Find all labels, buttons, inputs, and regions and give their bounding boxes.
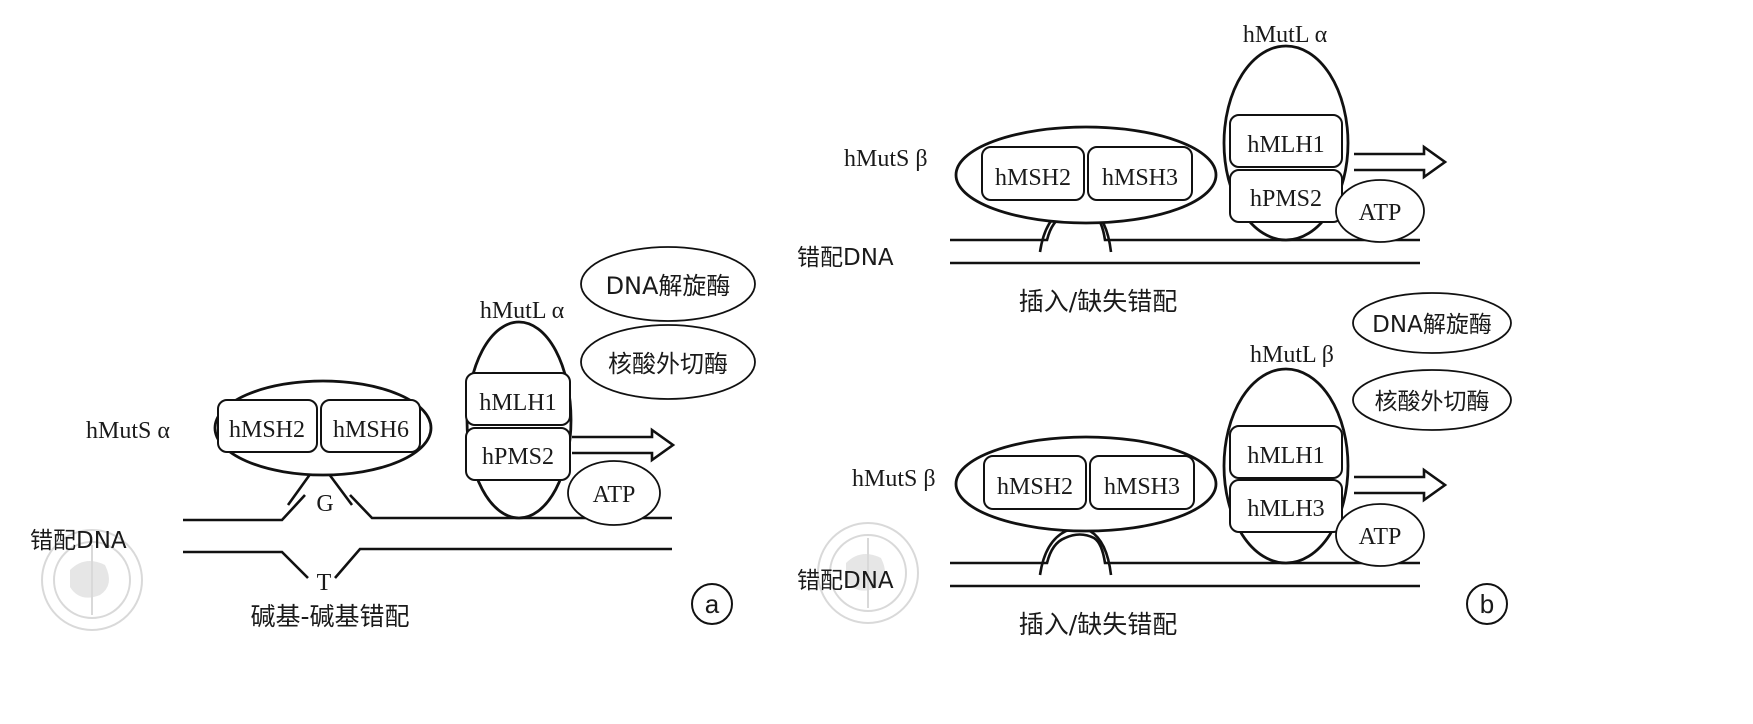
panel-label-circle-a: [691, 583, 733, 625]
muts-label-a: hMutS α: [86, 418, 170, 444]
mutl-label-a: hMutL α: [480, 298, 565, 324]
helicase-ellipse-a: [580, 246, 756, 322]
panel-a: G T 错配DNA 碱基-碱基错配 hMutS α hMSH2 hMSH6 hM…: [30, 246, 756, 631]
subunit-label: hMLH1: [1247, 132, 1324, 158]
exonuclease-ellipse-b: [1352, 369, 1512, 431]
direction-arrow-b1: [1354, 144, 1448, 180]
dna-label-b1: 错配DNA: [797, 245, 894, 271]
atp-label-b2: ATP: [1359, 524, 1402, 550]
mutl-label-b1: hMutL α: [1243, 22, 1328, 48]
subunit-label: hMSH3: [1102, 165, 1178, 191]
mutl-label-b2: hMutL β: [1250, 342, 1334, 368]
helicase-label-b: DNA解旋酶: [1372, 312, 1492, 338]
subunit-label: hMLH3: [1247, 496, 1324, 522]
subunit-label: hMSH2: [229, 417, 305, 443]
direction-arrow-a: [572, 427, 676, 463]
atp-label-b1: ATP: [1359, 200, 1402, 226]
dna-label-b2: 错配DNA: [797, 568, 894, 594]
dna-top-strand-b2: [950, 533, 1420, 565]
mismatch-caption-b1: 插入/缺失错配: [1019, 287, 1177, 316]
panel-b-bottom: 错配DNA 插入/缺失错配 hMutS β hMSH2 hMSH3 hMLH1 …: [797, 292, 1512, 639]
muts-label-b1: hMutS β: [844, 146, 928, 172]
exonuclease-ellipse-a: [580, 324, 756, 400]
subunit-label: hMSH2: [997, 474, 1073, 500]
subunit-label: hMSH2: [995, 165, 1071, 191]
panel-label-circle-b: [1466, 583, 1508, 625]
subunit-box: [465, 427, 571, 481]
dna-top-strand-a: [183, 494, 672, 522]
subunit-label: hPMS2: [1250, 186, 1322, 212]
subunit-box: [1229, 425, 1343, 479]
subunit-box: [1229, 114, 1343, 168]
subunit-box: [981, 146, 1085, 201]
base-g: G: [316, 491, 333, 517]
helicase-ellipse-b: [1352, 292, 1512, 354]
subunit-box: [983, 455, 1087, 510]
direction-arrow-b2: [1354, 467, 1448, 503]
atp-label-a: ATP: [593, 482, 636, 508]
exonuclease-label-b: 核酸外切酶: [1375, 389, 1490, 415]
atp-ellipse-a: [567, 460, 661, 526]
subunit-label: hMLH1: [479, 390, 556, 416]
watermark-seal-a: [41, 529, 143, 631]
exonuclease-label-a: 核酸外切酶: [608, 350, 728, 378]
atp-ellipse-b1: [1335, 179, 1425, 243]
mismatch-caption-b2: 插入/缺失错配: [1019, 610, 1177, 639]
helicase-label-a: DNA解旋酶: [606, 272, 731, 300]
subunit-box: [320, 399, 421, 453]
subunit-box: [1087, 146, 1193, 201]
subunit-label: hPMS2: [482, 444, 554, 470]
subunit-box: [465, 372, 571, 426]
subunit-label: hMLH1: [1247, 443, 1324, 469]
subunit-label: hMSH6: [333, 417, 409, 443]
dna-label-a: 错配DNA: [30, 528, 127, 554]
panel-label-a: a: [705, 589, 720, 619]
subunit-box: [217, 399, 318, 453]
base-t: T: [317, 570, 332, 596]
dna-bottom-strand-a: [183, 547, 672, 579]
muts-label-b2: hMutS β: [852, 466, 936, 492]
subunit-box: [1229, 479, 1343, 533]
atp-ellipse-b2: [1335, 503, 1425, 567]
panel-label-b: b: [1480, 589, 1494, 619]
subunit-label: hMSH3: [1104, 474, 1180, 500]
panel-b-top: 错配DNA 插入/缺失错配 hMutS β hMSH2 hMSH3 hMLH1 …: [797, 22, 1448, 316]
mismatch-caption-a: 碱基-碱基错配: [250, 602, 409, 631]
watermark-seal-b: [817, 522, 919, 624]
subunit-box: [1089, 455, 1195, 510]
